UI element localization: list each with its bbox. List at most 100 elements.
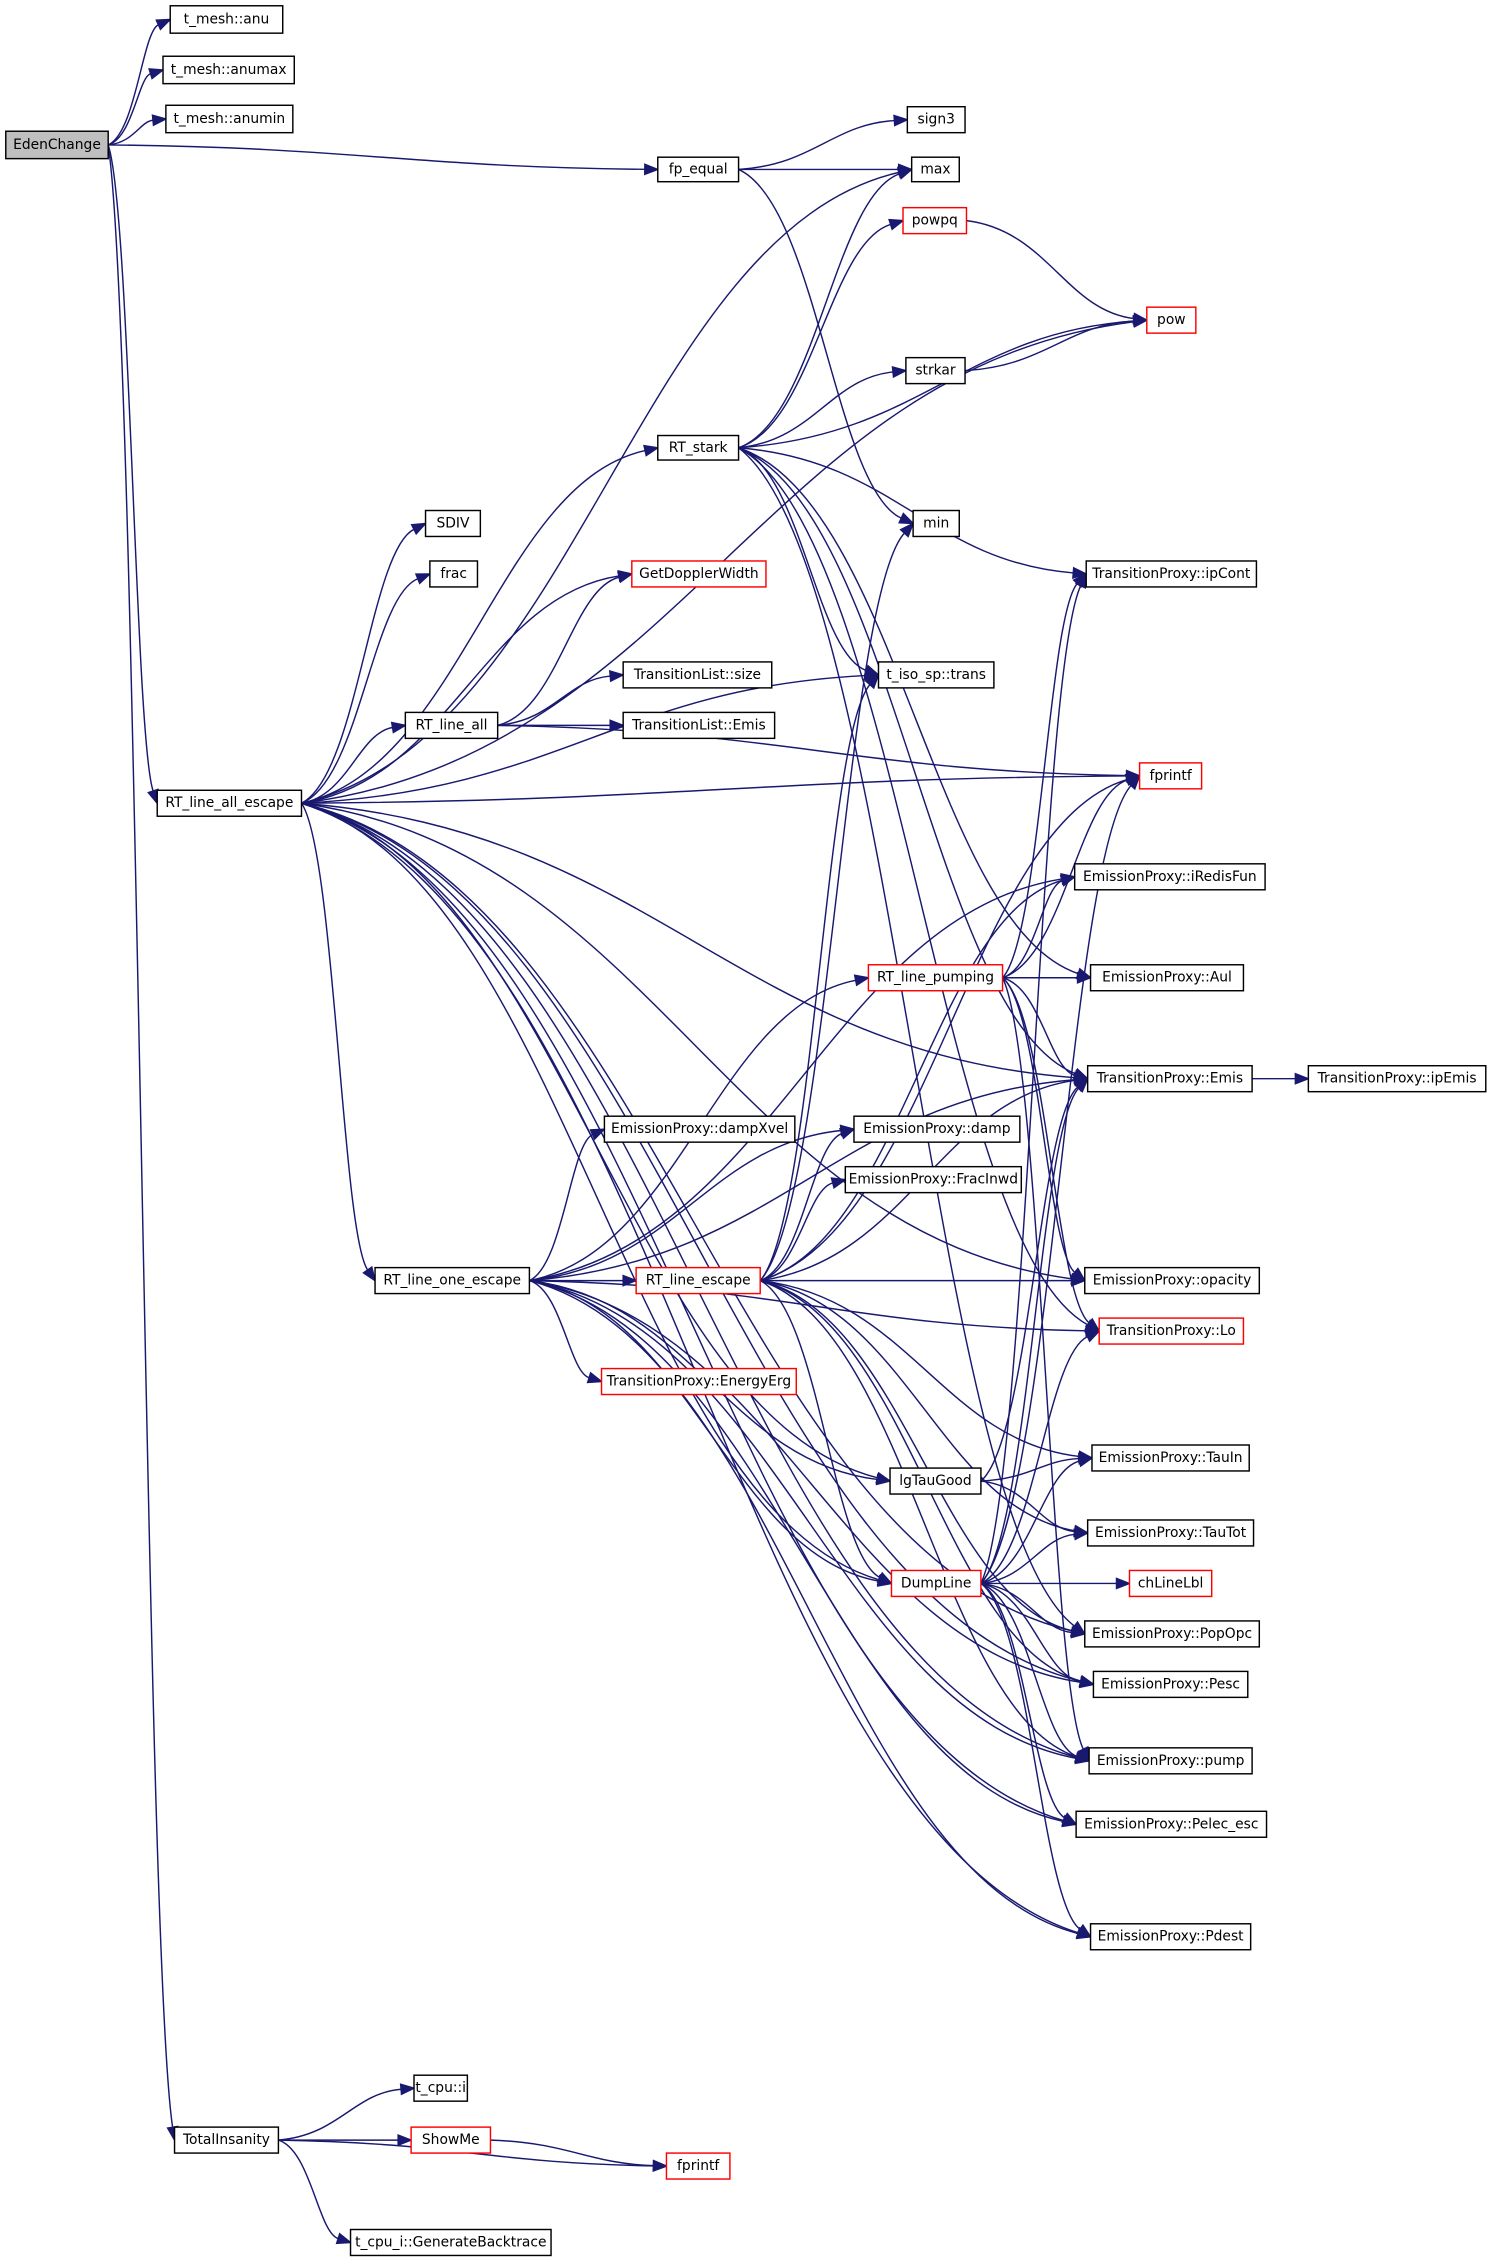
node-box[interactable]	[1084, 1266, 1261, 1295]
node-emissionproxy-pump[interactable]: EmissionProxy::pump	[1088, 1747, 1253, 1775]
node-box[interactable]	[5, 130, 109, 160]
node-emissionproxy-tautot[interactable]: EmissionProxy::TauTot	[1086, 1519, 1255, 1547]
node-label[interactable]: TransitionList::size	[633, 667, 761, 683]
node-rt-line-all[interactable]: RT_line_all	[404, 711, 499, 740]
node-label[interactable]: EmissionProxy::Pdest	[1098, 1929, 1245, 1945]
node-label[interactable]: powpq	[912, 213, 958, 229]
node-label[interactable]: EmissionProxy::damp	[863, 1121, 1010, 1137]
node-label[interactable]: EmissionProxy::Aul	[1102, 970, 1232, 986]
node-label[interactable]: TransitionProxy::ipCont	[1091, 566, 1251, 582]
node-transitionproxy-ipemis[interactable]: TransitionProxy::ipEmis	[1307, 1064, 1487, 1093]
node-box[interactable]	[1084, 1620, 1261, 1648]
node-label[interactable]: t_mesh::anumax	[171, 62, 287, 78]
node-emissionproxy-popopc[interactable]: EmissionProxy::PopOpc	[1084, 1620, 1261, 1648]
node-label[interactable]: EmissionProxy::Pelec_esc	[1084, 1816, 1258, 1832]
node-emissionproxy-iredisfun[interactable]: EmissionProxy::iRedisFun	[1073, 863, 1266, 891]
node-box[interactable]	[912, 509, 960, 538]
node-transitionproxy-energyerg[interactable]: TransitionProxy::EnergyErg	[600, 1367, 797, 1396]
node-label[interactable]: EmissionProxy::TauIn	[1099, 1450, 1243, 1466]
node-box[interactable]	[1075, 1810, 1268, 1838]
node-box[interactable]	[844, 1165, 1023, 1194]
node-t-cpu-i-generatebacktrace[interactable]: t_cpu_i::GenerateBacktrace	[349, 2228, 552, 2257]
node-box[interactable]	[890, 1569, 982, 1598]
node-label[interactable]: EmissionProxy::opacity	[1093, 1273, 1252, 1289]
node-chlinelbl[interactable]: chLineLbl	[1128, 1569, 1213, 1598]
node-box[interactable]	[635, 1266, 761, 1295]
node-label[interactable]: TransitionProxy::ipEmis	[1317, 1071, 1477, 1087]
node-transitionproxy-ipcont[interactable]: TransitionProxy::ipCont	[1085, 560, 1258, 588]
node-box[interactable]	[1138, 762, 1203, 790]
node-box[interactable]	[902, 206, 968, 235]
node-strkar[interactable]: strkar	[905, 356, 966, 385]
node-totalinsanity[interactable]: TotalInsanity	[173, 2126, 280, 2154]
node-label[interactable]: RT_stark	[669, 440, 728, 456]
node-box[interactable]	[1086, 1064, 1253, 1093]
node-box[interactable]	[349, 2228, 552, 2257]
node-box[interactable]	[1085, 560, 1258, 588]
node-label[interactable]: pow	[1157, 312, 1186, 328]
node-emissionproxy-pesc[interactable]: EmissionProxy::Pesc	[1092, 1670, 1249, 1699]
node-box[interactable]	[429, 560, 479, 588]
node-box[interactable]	[1086, 1519, 1255, 1547]
node-label[interactable]: fprintf	[677, 2158, 720, 2174]
node-box[interactable]	[603, 1115, 796, 1143]
node-label[interactable]: RT_line_all_escape	[165, 795, 293, 811]
node-emissionproxy-fracinwd[interactable]: EmissionProxy::FracInwd	[844, 1165, 1023, 1194]
node-box[interactable]	[1307, 1064, 1487, 1093]
node-label[interactable]: t_cpu::i	[415, 2080, 466, 2096]
node-box[interactable]	[1128, 1569, 1213, 1598]
node-box[interactable]	[906, 105, 966, 134]
node-box[interactable]	[1091, 1444, 1250, 1472]
node-label[interactable]: t_mesh::anumin	[174, 111, 286, 127]
node-transitionproxy-emis[interactable]: TransitionProxy::Emis	[1086, 1064, 1253, 1093]
node-label[interactable]: fprintf	[1149, 768, 1192, 784]
node-transitionlist-size[interactable]: TransitionList::size	[622, 661, 773, 689]
node-box[interactable]	[877, 661, 995, 689]
node-label[interactable]: sign3	[917, 112, 954, 128]
node-label[interactable]: min	[923, 515, 949, 531]
node-emissionproxy-dampxvel[interactable]: EmissionProxy::dampXvel	[603, 1115, 796, 1143]
node-rt-line-pumping[interactable]: RT_line_pumping	[867, 964, 1004, 992]
node-t-mesh-anu[interactable]: t_mesh::anu	[169, 5, 284, 34]
node-box[interactable]	[1089, 1923, 1252, 1951]
node-edenchange[interactable]: EdenChange	[5, 130, 109, 160]
node-label[interactable]: EmissionProxy::TauTot	[1095, 1525, 1247, 1541]
node-box[interactable]	[162, 55, 295, 85]
node-label[interactable]: SDIV	[436, 515, 470, 531]
node-fprintf[interactable]: fprintf	[665, 2152, 731, 2180]
node-label[interactable]: TransitionProxy::EnergyErg	[606, 1374, 791, 1390]
node-box[interactable]	[165, 104, 294, 134]
node-label[interactable]: ShowMe	[422, 2132, 480, 2148]
node-emissionproxy-pdest[interactable]: EmissionProxy::Pdest	[1089, 1923, 1252, 1951]
node-lgtaugood[interactable]: lgTauGood	[889, 1467, 982, 1495]
node-box[interactable]	[853, 1115, 1021, 1143]
node-box[interactable]	[622, 661, 773, 689]
node-label[interactable]: TotalInsanity	[182, 2132, 270, 2148]
node-showme[interactable]: ShowMe	[410, 2126, 492, 2154]
node-rt-line-escape[interactable]: RT_line_escape	[635, 1266, 761, 1295]
node-label[interactable]: EmissionProxy::dampXvel	[611, 1121, 788, 1137]
node-label[interactable]: t_mesh::anu	[184, 11, 270, 27]
node-box[interactable]	[404, 711, 499, 740]
node-label[interactable]: RT_line_escape	[646, 1273, 751, 1289]
node-label[interactable]: lgTauGood	[899, 1473, 971, 1489]
node-box[interactable]	[631, 560, 767, 588]
node-label[interactable]: TransitionProxy::Emis	[1096, 1071, 1243, 1087]
node-box[interactable]	[374, 1266, 531, 1295]
node-box[interactable]	[173, 2126, 280, 2154]
node-rt-line-all-escape[interactable]: RT_line_all_escape	[156, 789, 303, 817]
node-box[interactable]	[1073, 863, 1266, 891]
node-emissionproxy-pelec-esc[interactable]: EmissionProxy::Pelec_esc	[1075, 1810, 1268, 1838]
node-transitionlist-emis[interactable]: TransitionList::Emis	[622, 711, 776, 740]
node-t-iso-sp-trans[interactable]: t_iso_sp::trans	[877, 661, 995, 689]
node-box[interactable]	[657, 156, 740, 183]
node-powpq[interactable]: powpq	[902, 206, 968, 235]
node-box[interactable]	[600, 1367, 797, 1396]
node-box[interactable]	[1098, 1317, 1245, 1345]
node-getdopplerwidth[interactable]: GetDopplerWidth	[631, 560, 767, 588]
node-box[interactable]	[1146, 306, 1197, 334]
node-dumpline[interactable]: DumpLine	[890, 1569, 982, 1598]
node-label[interactable]: DumpLine	[901, 1575, 971, 1591]
node-box[interactable]	[657, 434, 740, 461]
node-pow[interactable]: pow	[1146, 306, 1197, 334]
